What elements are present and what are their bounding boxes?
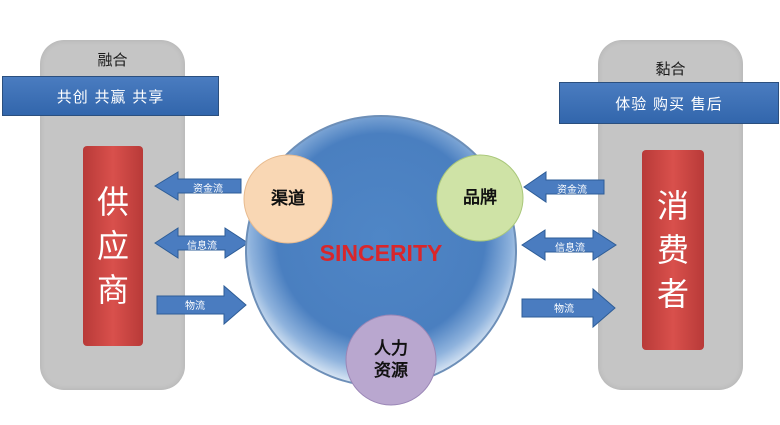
left-arrow-info-label: 信息流 [187,241,217,252]
supplier-box: 供 应 商 [83,146,143,346]
node-channel-label: 渠道 [271,189,305,209]
node-brand: 品牌 [437,155,523,241]
node-hr-label-line2: 资源 [374,361,408,381]
consumer-char-2: 费 [656,231,689,269]
right-arrow-logistics-label: 物流 [554,304,574,315]
left-arrow-logistics-label: 物流 [185,301,205,312]
node-hr-circle [345,314,437,406]
right-arrow-logistics [521,287,616,329]
supplier-char-3: 商 [96,271,129,309]
right-banner: 体验 购买 售后 [559,82,779,124]
left-arrow-logistics [156,284,247,326]
node-hr-label-line1: 人力 [374,339,408,359]
left-column-title: 融合 [97,51,128,69]
consumer-box: 消 费 者 [642,150,704,350]
node-brand-label: 品牌 [463,188,497,208]
right-arrow-fund-label: 资金流 [557,185,587,196]
left-arrow-fund-label: 资金流 [193,184,223,195]
node-channel: 渠道 [244,155,332,243]
consumer-char-1: 消 [656,187,689,225]
right-column-title: 黏合 [655,60,686,78]
supplier-char-1: 供 [96,183,129,221]
node-channel-circle [243,154,333,244]
right-arrow-fund [523,171,605,203]
node-brand-circle [436,154,524,242]
consumer-char-3: 者 [656,275,689,313]
left-banner: 共创 共赢 共享 [2,76,219,116]
supplier-char-2: 应 [96,227,129,265]
node-hr: 人力 资源 [346,315,436,405]
right-arrow-info [521,229,617,261]
diagram-title: SINCERITY [319,240,443,266]
left-arrow-fund [154,171,242,201]
right-arrow-info-label: 信息流 [555,243,585,254]
